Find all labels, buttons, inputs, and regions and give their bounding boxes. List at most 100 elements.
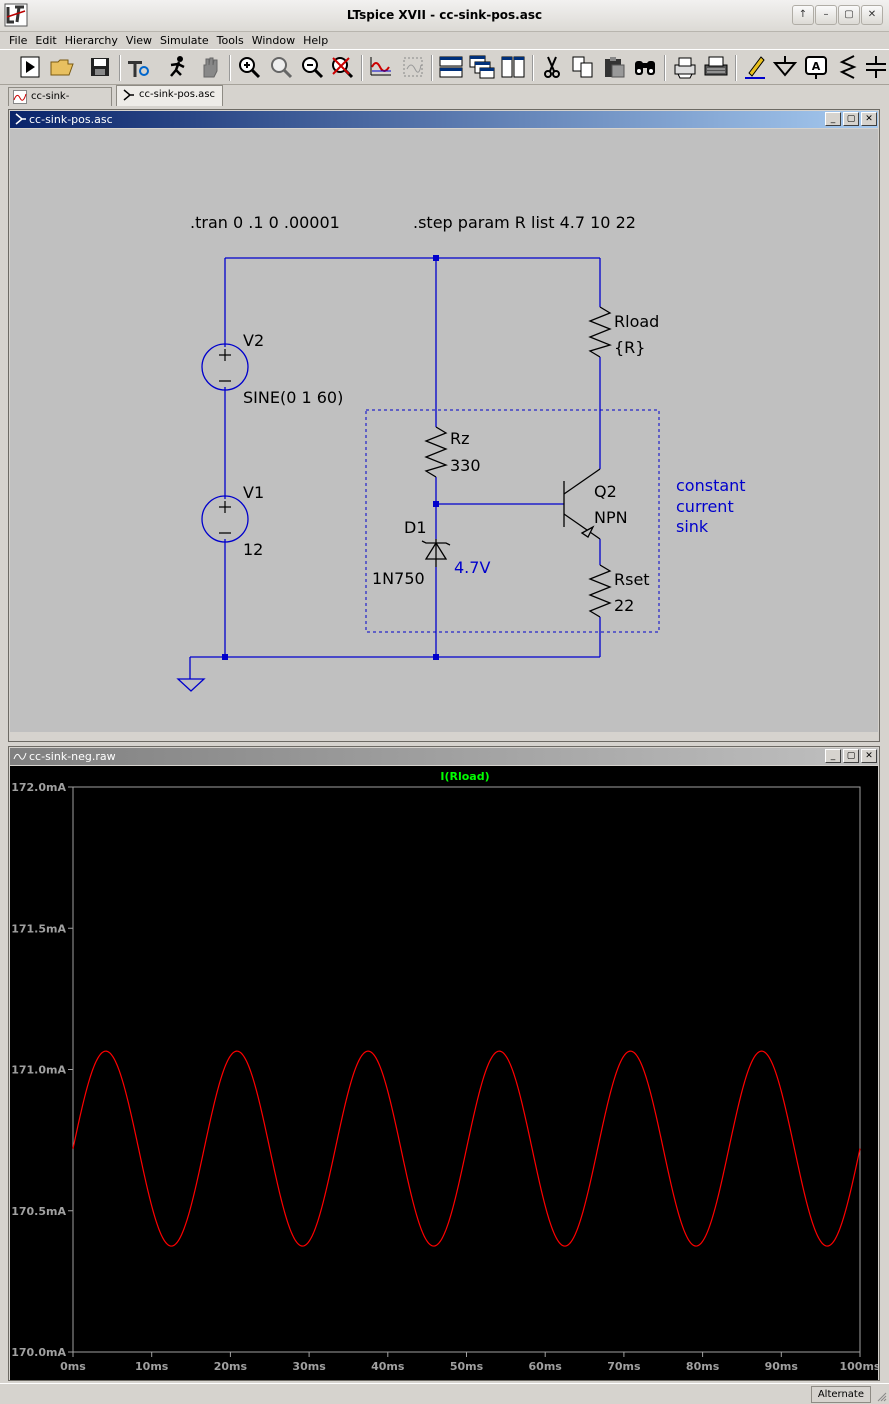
minimize-button[interactable]: _ xyxy=(825,749,841,763)
close-button[interactable]: ✕ xyxy=(861,749,877,763)
save-icon[interactable] xyxy=(86,53,114,81)
y-axis-tick-label[interactable]: 170.5mA xyxy=(11,1205,66,1218)
rload-name[interactable]: Rload xyxy=(614,312,659,331)
resistor-icon[interactable] xyxy=(834,53,862,81)
waveform-plot[interactable]: I(Rload) 172.0mA 171.5mA 171.0mA 170.5mA 170… xyxy=(10,766,878,1380)
menu-help[interactable]: Help xyxy=(303,34,329,47)
tab-cc-sink-neg-raw[interactable]: cc-sink-neg.raw xyxy=(8,87,112,119)
v1-value[interactable]: 12 xyxy=(243,540,263,559)
comment-line-1[interactable]: constant xyxy=(676,476,746,495)
rload-resistor[interactable] xyxy=(588,306,612,358)
y-axis-tick-label[interactable]: 170.0mA xyxy=(11,1346,66,1359)
v2-source[interactable] xyxy=(201,343,249,391)
x-axis-tick-label[interactable]: 0ms xyxy=(60,1360,86,1373)
d1-zener-diode[interactable] xyxy=(421,539,451,567)
open-folder-icon[interactable] xyxy=(48,53,76,81)
rset-value[interactable]: 22 xyxy=(614,596,634,615)
copy-icon[interactable] xyxy=(569,53,597,81)
zoom-out-icon[interactable] xyxy=(298,53,326,81)
rz-resistor[interactable] xyxy=(424,426,448,478)
trace-i-rload[interactable] xyxy=(72,1050,861,1247)
q2-transistor[interactable] xyxy=(563,468,601,540)
waveform-window-titlebar[interactable]: cc-sink-neg.raw xyxy=(10,748,878,765)
ground-symbol[interactable] xyxy=(176,678,206,692)
rset-name[interactable]: Rset xyxy=(614,570,650,589)
halt-icon[interactable] xyxy=(164,53,192,81)
menu-edit[interactable]: Edit xyxy=(35,34,57,47)
q2-name[interactable]: Q2 xyxy=(594,482,617,501)
v1-source[interactable] xyxy=(201,495,249,543)
minimize-button[interactable]: _ xyxy=(825,112,841,126)
v2-value[interactable]: SINE(0 1 60) xyxy=(243,388,343,407)
x-axis-tick-label[interactable]: 70ms xyxy=(607,1360,641,1373)
print-icon[interactable] xyxy=(702,53,730,81)
schematic-canvas[interactable]: .tran 0 .1 0 .00001 .step param R list 4… xyxy=(10,129,878,732)
capacitor-icon[interactable] xyxy=(862,53,889,81)
menu-hierarchy[interactable]: Hierarchy xyxy=(64,34,118,47)
title-bar[interactable]: LTspice XVII - cc-sink-pos.asc ↑ – ▢ ✕ xyxy=(0,0,889,32)
control-panel-icon[interactable] xyxy=(124,53,152,81)
menu-view[interactable]: View xyxy=(125,34,153,47)
trace-label[interactable]: I(Rload) xyxy=(440,770,489,783)
y-axis-tick-label[interactable]: 172.0mA xyxy=(11,781,66,794)
paste-icon[interactable] xyxy=(600,53,628,81)
find-icon[interactable] xyxy=(631,53,659,81)
maximize-button[interactable]: ▢ xyxy=(838,5,860,25)
close-button[interactable]: ✕ xyxy=(861,5,883,25)
resize-grip-icon[interactable] xyxy=(875,1390,887,1402)
tab-cc-sink-pos-asc[interactable]: cc-sink-pos.asc xyxy=(116,85,223,106)
rz-name[interactable]: Rz xyxy=(450,429,470,448)
menu-window[interactable]: Window xyxy=(251,34,296,47)
x-axis-tick-label[interactable]: 30ms xyxy=(292,1360,326,1373)
menu-file[interactable]: File xyxy=(9,34,28,47)
maximize-button[interactable]: ▢ xyxy=(843,112,859,126)
wires[interactable] xyxy=(189,257,601,679)
x-axis-tick-label[interactable]: 90ms xyxy=(765,1360,799,1373)
cascade-icon[interactable] xyxy=(468,53,496,81)
label-net-icon[interactable]: A xyxy=(802,53,830,81)
d1-voltage-label[interactable]: 4.7V xyxy=(454,558,490,577)
waveform-canvas[interactable]: I(Rload) 172.0mA 171.5mA 171.0mA 170.5mA 170… xyxy=(10,766,878,1380)
minimize-button[interactable]: – xyxy=(815,5,837,25)
v2-name[interactable]: V2 xyxy=(243,331,264,350)
menu-simulate[interactable]: Simulate xyxy=(160,34,209,47)
step-directive[interactable]: .step param R list 4.7 10 22 xyxy=(413,213,636,232)
y-axis-tick-label[interactable]: 171.5mA xyxy=(11,922,66,935)
x-axis-tick-label[interactable]: 40ms xyxy=(371,1360,405,1373)
y-axis-tick-label[interactable]: 171.0mA xyxy=(11,1064,66,1077)
x-axis-tick-label[interactable]: 10ms xyxy=(135,1360,169,1373)
comment-line-3[interactable]: sink xyxy=(676,517,709,536)
v1-name[interactable]: V1 xyxy=(243,483,264,502)
print-preview-icon[interactable] xyxy=(671,53,699,81)
rset-resistor[interactable] xyxy=(588,564,612,618)
x-axis-tick-label[interactable]: 50ms xyxy=(450,1360,484,1373)
zoom-box-icon[interactable] xyxy=(399,53,427,81)
keep-above-button[interactable]: ↑ xyxy=(792,5,814,25)
x-axis-tick-label[interactable]: 100ms xyxy=(840,1360,878,1373)
tran-directive[interactable]: .tran 0 .1 0 .00001 xyxy=(190,213,340,232)
zoom-rect-icon[interactable] xyxy=(267,53,295,81)
pan-hand-icon[interactable] xyxy=(196,53,224,81)
x-axis-tick-label[interactable]: 20ms xyxy=(214,1360,248,1373)
autorange-icon[interactable] xyxy=(367,53,395,81)
schematic-drawing[interactable]: .tran 0 .1 0 .00001 .step param R list 4… xyxy=(10,129,878,732)
q2-value[interactable]: NPN xyxy=(594,508,628,527)
x-axis-tick-label[interactable]: 60ms xyxy=(529,1360,563,1373)
d1-value[interactable]: 1N750 xyxy=(372,569,425,588)
rload-value[interactable]: {R} xyxy=(614,338,645,357)
tile-vertical-icon[interactable] xyxy=(499,53,527,81)
menu-tools[interactable]: Tools xyxy=(216,34,244,47)
run-icon[interactable] xyxy=(16,53,44,81)
d1-name[interactable]: D1 xyxy=(404,518,427,537)
close-button[interactable]: ✕ xyxy=(861,112,877,126)
comment-line-2[interactable]: current xyxy=(676,497,734,516)
x-axis-tick-label[interactable]: 80ms xyxy=(686,1360,720,1373)
maximize-button[interactable]: ▢ xyxy=(843,749,859,763)
subcircuit-dashed-box[interactable] xyxy=(365,409,660,633)
ground-icon[interactable] xyxy=(771,53,799,81)
rz-value[interactable]: 330 xyxy=(450,456,481,475)
tile-horizontal-icon[interactable] xyxy=(437,53,465,81)
cut-icon[interactable] xyxy=(538,53,566,81)
zoom-cancel-icon[interactable] xyxy=(328,53,356,81)
zoom-in-icon[interactable] xyxy=(235,53,263,81)
